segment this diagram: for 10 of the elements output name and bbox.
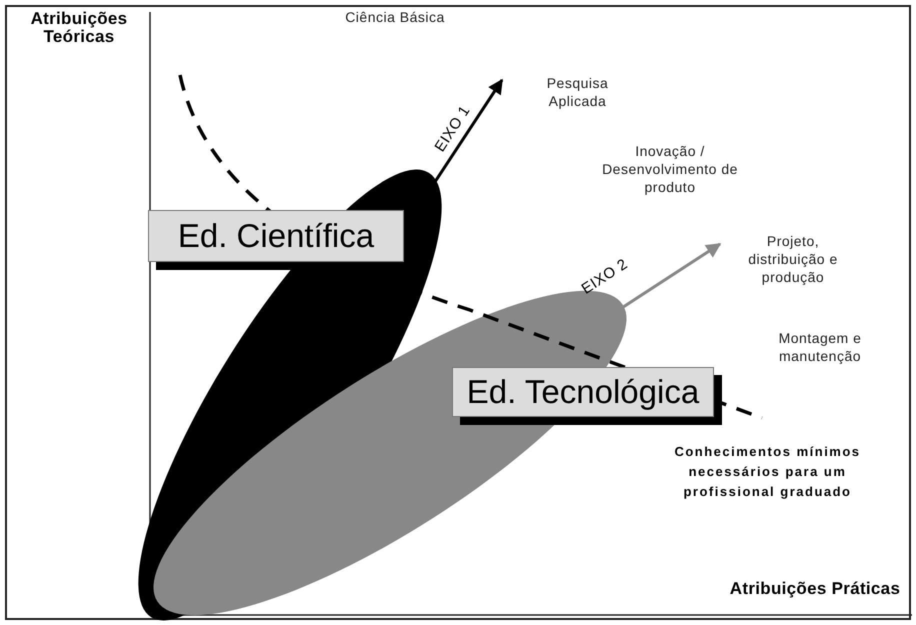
category-label: Pesquisa Aplicada	[546, 74, 610, 110]
category-label: Montagem e manutenção	[778, 329, 862, 365]
axis-title: Atribuições Práticas	[728, 580, 902, 598]
category-label: Ciência Básica	[344, 8, 446, 26]
category-label: Inovação / Desenvolvimento de produto	[601, 142, 739, 196]
note: Conhecimentos mínimos necessários para um profissional graduado	[673, 443, 862, 501]
region-title: Ed. Científica	[178, 217, 374, 255]
axis-title: Atribuições Teóricas	[30, 10, 128, 46]
region-title: Ed. Tecnológica	[466, 373, 700, 411]
category-label: Projeto, distribuição e produção	[747, 232, 839, 286]
